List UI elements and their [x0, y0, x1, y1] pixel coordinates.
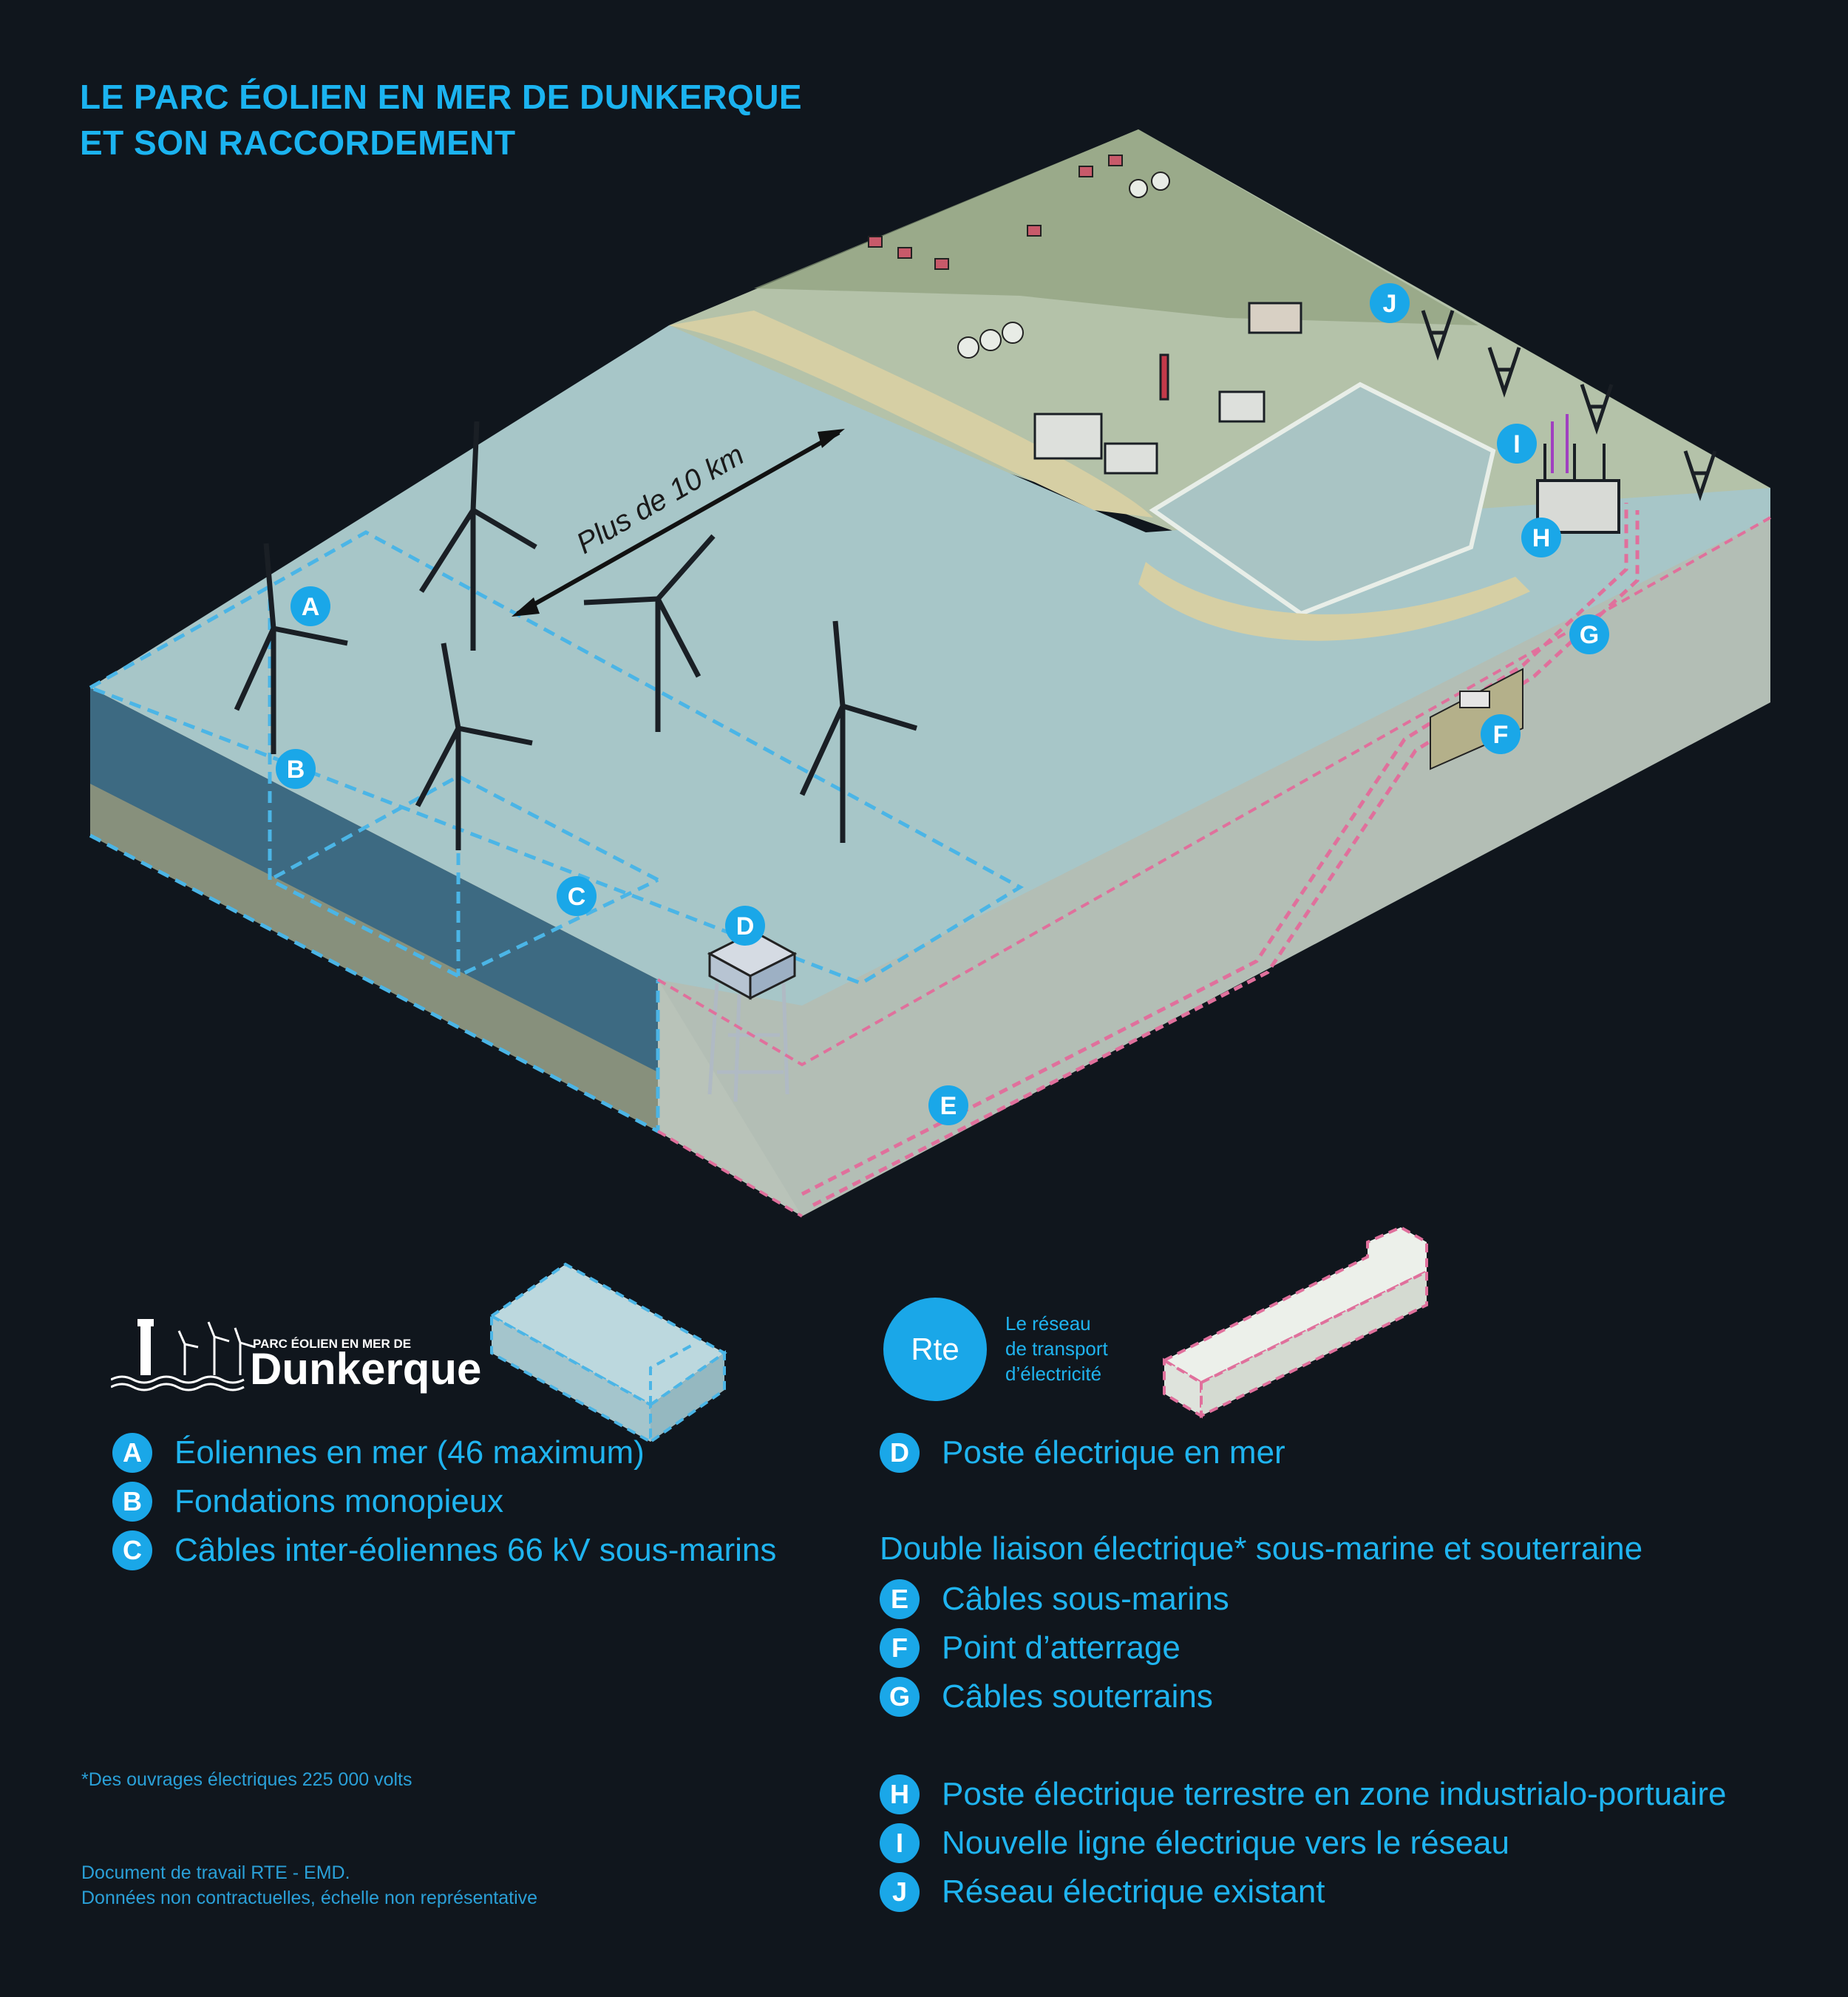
legend-badge-b: B [112, 1482, 152, 1522]
legend-label-f: Point d’atterrage [942, 1630, 1181, 1666]
turbines [234, 421, 918, 850]
svg-text:J: J [1383, 290, 1397, 318]
legend-item-b: B Fondations monopieux [112, 1482, 503, 1522]
svg-text:F: F [1493, 721, 1509, 749]
land-block-left-face [658, 980, 802, 1216]
legend-label-d: Poste électrique en mer [942, 1434, 1285, 1471]
svg-text:H: H [1532, 524, 1551, 552]
svg-text:E: E [940, 1092, 957, 1120]
legend-badge-f: F [880, 1628, 920, 1668]
marker-i: I [1497, 424, 1537, 464]
legend-badge-h: H [880, 1774, 920, 1814]
legend-badge-d: D [880, 1433, 920, 1473]
legend-item-a: A Éoliennes en mer (46 maximum) [112, 1433, 645, 1473]
document-note: Document de travail RTE - EMD. Données n… [81, 1860, 537, 1910]
marker-g: G [1569, 614, 1609, 654]
legend-group-heading: Double liaison électrique* sous-marine e… [880, 1530, 1643, 1567]
legend-item-g: G Câbles souterrains [880, 1677, 1213, 1717]
land-block-front-face [658, 488, 1770, 1216]
rte-logo-disc [883, 1298, 987, 1401]
marker-a: A [291, 586, 330, 626]
marker-h: H [1521, 518, 1561, 557]
page-title: LE PARC ÉOLIEN EN MER DE DUNKERQUE ET SO… [80, 74, 802, 166]
marker-f: F [1481, 714, 1521, 754]
turbine-1 [234, 543, 348, 754]
green-field [754, 129, 1478, 325]
svg-text:A: A [302, 593, 320, 621]
onshore-block-icon [1161, 1225, 1428, 1419]
industrial-buildings [1033, 302, 1302, 475]
legend-label-c: Câbles inter-éoliennes 66 kV sous-marins [174, 1532, 777, 1568]
dunkerque-logo-big-text: Dunkerque [250, 1344, 482, 1394]
turbine-5 [799, 620, 918, 843]
turbine-4 [415, 643, 533, 850]
legend-item-f: F Point d’atterrage [880, 1628, 1181, 1668]
legend-badge-g: G [880, 1677, 920, 1717]
beach-strip [669, 311, 1153, 518]
marker-b: B [276, 749, 316, 789]
title-line-2: ET SON RACCORDEMENT [80, 123, 516, 162]
marker-e: E [928, 1085, 968, 1125]
document-note-line-1: Document de travail RTE - EMD. [81, 1862, 350, 1883]
legend-item-j: J Réseau électrique existant [880, 1872, 1325, 1912]
legend-label-j: Réseau électrique existant [942, 1874, 1325, 1910]
legend-item-e: E Câbles sous-marins [880, 1579, 1229, 1619]
dunkerque-logo-small-text: PARC ÉOLIEN EN MER DE [253, 1337, 412, 1351]
svg-text:I: I [1513, 430, 1520, 458]
legend-item-i: I Nouvelle ligne électrique vers le rése… [880, 1823, 1509, 1863]
legend-label-h: Poste électrique terrestre en zone indus… [942, 1776, 1727, 1812]
lighthouse-turbines-icon [110, 1319, 256, 1391]
title-line-1: LE PARC ÉOLIEN EN MER DE DUNKERQUE [80, 78, 803, 116]
pylons [1421, 310, 1717, 501]
legend-badge-j: J [880, 1872, 920, 1912]
marker-d: D [725, 906, 765, 946]
legend-label-g: Câbles souterrains [942, 1678, 1213, 1715]
marker-c: C [557, 876, 597, 916]
legend-label-b: Fondations monopieux [174, 1483, 504, 1519]
distance-arrow-head-right [818, 429, 845, 448]
legend-item-h: H Poste électrique terrestre en zone ind… [880, 1774, 1726, 1814]
port-basin [1149, 382, 1496, 617]
turbine-3 [583, 534, 716, 732]
svg-text:B: B [287, 756, 305, 784]
legend-label-i: Nouvelle ligne électrique vers le réseau [942, 1825, 1509, 1861]
rte-logo-caption: Le réseau de transport d’électricité [1005, 1312, 1108, 1385]
legend-label-e: Câbles sous-marins [942, 1581, 1229, 1617]
seabed-layer [90, 784, 658, 1131]
landing-point-shelter [1430, 668, 1523, 770]
legend-label-a: Éoliennes en mer (46 maximum) [174, 1434, 645, 1471]
parc-eolien-dunkerque-logo: PARC ÉOLIEN EN MER DE Dunkerque [110, 1315, 495, 1396]
village [868, 155, 1123, 270]
legend-item-c: C Câbles inter-éoliennes 66 kV sous-mari… [112, 1530, 776, 1570]
offshore-substation [707, 930, 798, 1102]
turbine-2 [419, 421, 537, 651]
legend-badge-a: A [112, 1433, 152, 1473]
legend-badge-e: E [880, 1579, 920, 1619]
legend-badge-c: C [112, 1530, 152, 1570]
legend-item-d: D Poste électrique en mer [880, 1433, 1285, 1473]
svg-text:D: D [736, 912, 755, 940]
sea-wall [1138, 562, 1530, 641]
rte-logo: Rte Le réseau de transport d’électricité [883, 1298, 1135, 1401]
document-note-line-2: Données non contractuelles, échelle non … [81, 1888, 538, 1908]
rte-logo-mark: Rte [911, 1332, 959, 1366]
svg-text:G: G [1580, 621, 1599, 649]
svg-text:C: C [568, 883, 586, 911]
diagram-markers: A B C D E F G H I J [276, 283, 1609, 1125]
legend-badge-i: I [880, 1823, 920, 1863]
distance-arrow-head-left [512, 597, 540, 617]
marker-j: J [1370, 283, 1410, 323]
distance-arrow [516, 430, 840, 616]
trees [957, 172, 1170, 359]
sea-surface [90, 325, 1770, 1006]
offshore-block-icon [489, 1262, 727, 1445]
footnote: *Des ouvrages électriques 225 000 volts [81, 1769, 412, 1790]
